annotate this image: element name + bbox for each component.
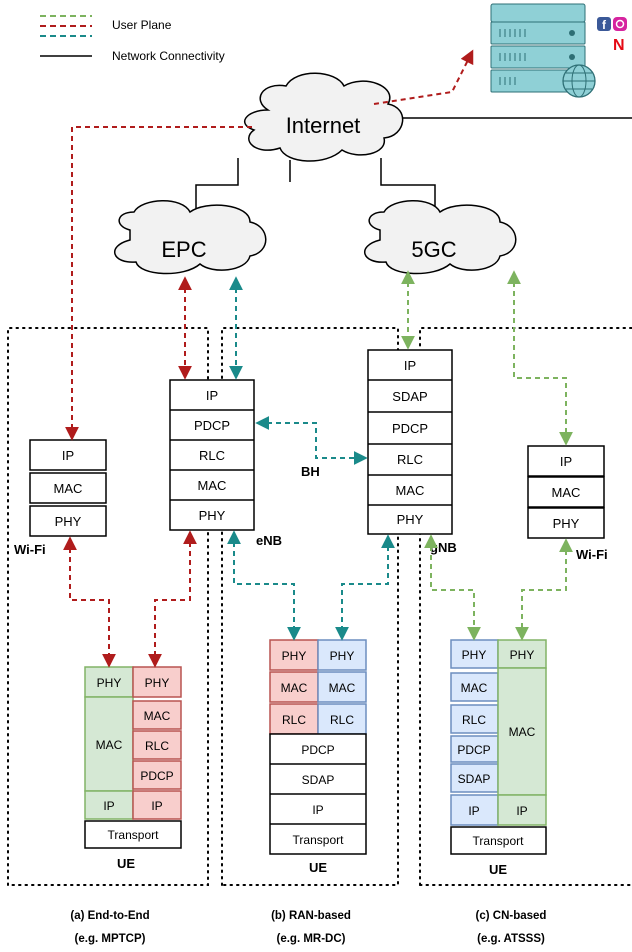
legend: User Plane Network Connectivity bbox=[40, 15, 225, 63]
gnb-phy: PHY bbox=[397, 512, 424, 527]
enb-rlc: RLC bbox=[199, 448, 225, 463]
caption-a-title: (a) End-to-End bbox=[70, 910, 149, 922]
wifi-left-label: Wi-Fi bbox=[14, 542, 46, 557]
app-icons: f N bbox=[597, 17, 627, 54]
gnb-mac: MAC bbox=[396, 483, 425, 498]
ue-c-label: UE bbox=[489, 862, 507, 877]
gnb-pdcp: PDCP bbox=[392, 421, 428, 436]
wifi-right-mac: MAC bbox=[552, 485, 581, 500]
wifi-right-label: Wi-Fi bbox=[576, 547, 608, 562]
ue-b-transport: Transport bbox=[293, 833, 345, 847]
legend-network-connectivity: Network Connectivity bbox=[112, 49, 225, 63]
ue-b-lte-mac: MAC bbox=[281, 681, 308, 695]
ue-c-nr-phy: PHY bbox=[462, 648, 487, 662]
ue-b-lte-phy: PHY bbox=[282, 649, 307, 663]
ue-a-cell-rlc: RLC bbox=[145, 739, 169, 753]
enb-label: eNB bbox=[256, 533, 282, 548]
network-connectivity-lines bbox=[195, 117, 632, 212]
ue-a-cell-mac: MAC bbox=[144, 709, 171, 723]
wifi-right-ip: IP bbox=[560, 454, 572, 469]
wifi-right-stack: IP MAC PHY Wi-Fi bbox=[527, 445, 608, 562]
enb-pdcp: PDCP bbox=[194, 418, 230, 433]
ue-c-stack: PHY MAC RLC PDCP SDAP IP PHY MAC IP Tran… bbox=[450, 639, 547, 877]
ue-a-label: UE bbox=[117, 856, 135, 871]
netflix-icon: N bbox=[613, 37, 625, 54]
ue-b-label: UE bbox=[309, 860, 327, 875]
wifi-left-stack: IP MAC PHY Wi-Fi bbox=[14, 439, 107, 557]
wifi-right-phy: PHY bbox=[553, 516, 580, 531]
server-icon bbox=[490, 3, 596, 98]
gnb-rlc: RLC bbox=[397, 452, 423, 467]
ue-c-wifi-ip: IP bbox=[516, 804, 527, 818]
ue-c-nr-pdcp: PDCP bbox=[457, 743, 490, 757]
enb-mac: MAC bbox=[198, 478, 227, 493]
enb-stack: IP PDCP RLC MAC PHY eNB bbox=[169, 379, 282, 548]
region-end-to-end bbox=[7, 327, 209, 886]
legend-user-plane: User Plane bbox=[112, 18, 172, 32]
captions: (a) End-to-End (e.g. MPTCP) (b) RAN-base… bbox=[70, 910, 546, 945]
ue-b-ip: IP bbox=[312, 803, 323, 817]
internet-cloud: Internet bbox=[243, 72, 404, 162]
ue-a-cell-ip: IP bbox=[151, 799, 162, 813]
facebook-icon: f bbox=[597, 17, 611, 32]
ue-c-nr-mac: MAC bbox=[461, 681, 488, 695]
teal-user-plane bbox=[227, 276, 395, 641]
ue-a-transport: Transport bbox=[108, 828, 160, 842]
svg-text:N: N bbox=[613, 37, 625, 54]
gnb-ip: IP bbox=[404, 358, 416, 373]
green-user-plane bbox=[401, 270, 573, 641]
enb-ip: IP bbox=[206, 388, 218, 403]
ue-b-nr-rlc: RLC bbox=[330, 713, 354, 727]
ue-a-wifi-ip: IP bbox=[103, 799, 114, 813]
ue-c-nr-rlc: RLC bbox=[462, 713, 486, 727]
ue-c-transport: Transport bbox=[473, 834, 525, 848]
enb-phy: PHY bbox=[199, 508, 226, 523]
ue-c-wifi-phy: PHY bbox=[510, 648, 535, 662]
gnb-label: gNB bbox=[430, 540, 457, 555]
fivegc-label: 5GC bbox=[411, 237, 456, 262]
fivegc-cloud: 5GC bbox=[363, 200, 517, 275]
caption-b-title: (b) RAN-based bbox=[271, 910, 351, 922]
ue-b-pdcp: PDCP bbox=[301, 743, 334, 757]
ue-c-wifi-mac: MAC bbox=[509, 725, 536, 739]
wifi-left-ip: IP bbox=[62, 448, 74, 463]
ue-c-nr-sdap: SDAP bbox=[458, 772, 491, 786]
ue-b-sdap: SDAP bbox=[302, 773, 335, 787]
ue-a-wifi-phy: PHY bbox=[97, 676, 122, 690]
internet-label: Internet bbox=[286, 113, 361, 138]
red-user-plane bbox=[63, 49, 474, 668]
instagram-icon bbox=[613, 17, 627, 31]
epc-label: EPC bbox=[161, 237, 206, 262]
ue-b-nr-mac: MAC bbox=[329, 681, 356, 695]
gnb-stack: IP SDAP PDCP RLC MAC PHY gNB bbox=[367, 349, 457, 555]
ue-a-cell-pdcp: PDCP bbox=[140, 769, 173, 783]
ue-a-stack: PHY MAC IP PHY MAC RLC PDCP IP Transport… bbox=[84, 666, 182, 871]
ue-a-cell-phy: PHY bbox=[145, 676, 170, 690]
caption-b-example: (e.g. MR-DC) bbox=[277, 933, 346, 945]
caption-c-example: (e.g. ATSSS) bbox=[477, 933, 545, 945]
bh-label: BH bbox=[301, 464, 320, 479]
ue-b-nr-phy: PHY bbox=[330, 649, 355, 663]
caption-c-title: (c) CN-based bbox=[476, 910, 547, 922]
ue-a-wifi-mac: MAC bbox=[96, 738, 123, 752]
caption-a-example: (e.g. MPTCP) bbox=[75, 933, 146, 945]
epc-cloud: EPC bbox=[113, 200, 267, 275]
ue-b-lte-rlc: RLC bbox=[282, 713, 306, 727]
ue-b-stack: PHY MAC RLC PHY MAC RLC PDCP SDAP IP Tra… bbox=[269, 639, 367, 875]
gnb-sdap: SDAP bbox=[392, 389, 427, 404]
svg-text:f: f bbox=[602, 18, 607, 32]
wifi-left-mac: MAC bbox=[54, 481, 83, 496]
ue-c-nr-ip: IP bbox=[468, 804, 479, 818]
wifi-left-phy: PHY bbox=[55, 514, 82, 529]
